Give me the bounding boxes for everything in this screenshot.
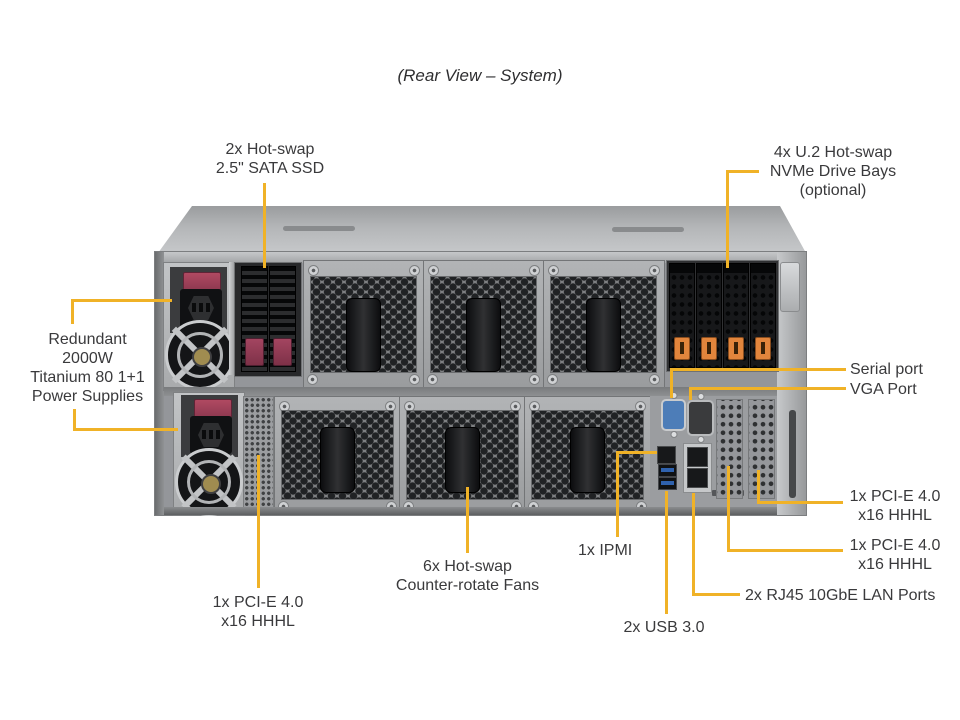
callout-line-pcie-right-2 (727, 549, 843, 552)
nvme-latch (728, 337, 744, 360)
chassis-bottom-edge (164, 507, 777, 515)
callout-line-pcie-right-1 (757, 501, 843, 504)
callout-line-pcie-right-1 (757, 470, 760, 504)
callout-line-lan (692, 593, 740, 596)
callout-line-lan (692, 493, 695, 596)
label-usb: 2x USB 3.0 (623, 619, 705, 636)
ssd-bay-rail (229, 262, 234, 375)
label-line: Titanium 80 1+1 (30, 369, 145, 386)
callout-line-ssd (263, 183, 266, 268)
callout-line-vga (689, 387, 692, 400)
inlet-pin (192, 303, 196, 312)
callout-line-psu-top (71, 299, 172, 302)
vga-port (687, 400, 714, 436)
label-line: 1x PCI-E 4.0 (212, 594, 304, 611)
label-line: 6x Hot-swap (423, 558, 512, 575)
fan-hub (201, 474, 221, 494)
label-pcie-right-2: 1x PCI-E 4.0 x16 HHHL (846, 536, 944, 574)
label-lan: 2x RJ45 10GbE LAN Ports (745, 587, 936, 604)
psu-power-inlet (190, 416, 232, 454)
callout-line-psu-top (71, 299, 74, 324)
pcie-slot-vent (243, 396, 274, 512)
label-pcie-bottom-left: 1x PCI-E 4.0 x16 HHHL (209, 593, 307, 631)
usb-port (658, 477, 677, 490)
callout-line-usb (665, 491, 668, 614)
label-ssd: 2x Hot-swap 2.5" SATA SSD (185, 140, 355, 178)
callout-line-pcie-bottom-left (257, 455, 260, 588)
chassis-top-rail (164, 252, 777, 263)
label-pcie-right-1: 1x PCI-E 4.0 x16 HHHL (846, 487, 944, 525)
inlet-pin (206, 303, 210, 312)
chassis-top-lid (158, 206, 806, 253)
chassis-mid-divider (164, 387, 777, 396)
inlet-pin (216, 430, 220, 439)
label-line: x16 HHHL (221, 613, 295, 630)
fan-handle (466, 298, 501, 372)
label-line: (optional) (799, 182, 867, 199)
fan-handle (346, 298, 381, 372)
callout-line-nvme (726, 170, 729, 268)
label-line: 4x U.2 Hot-swap (773, 144, 893, 161)
label-vga: VGA Port (850, 381, 917, 398)
nvme-latch (755, 337, 771, 360)
usb-port (658, 464, 677, 477)
label-ipmi: 1x IPMI (578, 542, 633, 559)
label-line: 1x PCI-E 4.0 (849, 537, 941, 554)
pcie-bracket (748, 399, 775, 499)
lid-handle-slot (612, 227, 684, 232)
fan-hub (192, 347, 212, 367)
label-serial: Serial port (850, 361, 923, 378)
label-line: NVMe Drive Bays (769, 163, 897, 180)
callout-line-vga (689, 387, 846, 390)
callout-line-serial (670, 368, 673, 398)
psu-fan-grille (175, 448, 243, 516)
label-line: Redundant (48, 331, 127, 348)
fan-grille-ring (187, 460, 231, 504)
ipmi-port (657, 446, 676, 464)
psu-fan-grille (165, 320, 235, 390)
label-line: Counter-rotate Fans (395, 577, 540, 594)
label-line: 1x PCI-E 4.0 (849, 488, 941, 505)
callout-line-fans (466, 487, 469, 553)
psu-inlet-face (188, 296, 214, 320)
fan-handle (445, 427, 480, 493)
label-line: 2.5" SATA SSD (215, 160, 325, 177)
psu-inlet-face (198, 423, 224, 447)
chassis-left-edge (155, 252, 164, 515)
label-fans: 6x Hot-swap Counter-rotate Fans (380, 557, 555, 595)
inlet-pin (202, 430, 206, 439)
inlet-pin (199, 303, 203, 312)
callout-line-pcie-right-2 (727, 466, 730, 552)
lan-port (687, 447, 708, 467)
label-nvme: 4x U.2 Hot-swap NVMe Drive Bays (optiona… (747, 143, 919, 200)
callout-line-psu-bottom (73, 409, 76, 431)
nvme-latch (701, 337, 717, 360)
fan-handle (570, 427, 605, 493)
chassis-right-latch (780, 262, 800, 312)
nvme-latch (674, 337, 690, 360)
inlet-pin (209, 430, 213, 439)
callout-line-nvme (726, 170, 759, 173)
callout-line-serial (670, 368, 846, 371)
lan-port (687, 468, 708, 488)
label-psu: Redundant 2000W Titanium 80 1+1 Power Su… (10, 330, 165, 406)
serial-port (661, 399, 686, 431)
callout-line-ipmi (616, 451, 619, 537)
label-line: x16 HHHL (858, 507, 932, 524)
fan-handle (320, 427, 355, 493)
lid-handle-slot (283, 226, 355, 231)
callout-line-psu-bottom (73, 428, 178, 431)
fan-grille-ring (177, 332, 223, 378)
chassis-right-handle-slot (789, 410, 796, 498)
fan-handle (586, 298, 621, 372)
label-line: Power Supplies (31, 388, 144, 405)
label-line: 2000W (62, 350, 113, 367)
label-line: x16 HHHL (858, 556, 932, 573)
ssd-latch (273, 338, 292, 366)
ssd-latch (245, 338, 264, 366)
diagram-title: (Rear View – System) (397, 66, 563, 85)
label-line: 2x Hot-swap (225, 141, 315, 158)
callout-line-ipmi (616, 451, 657, 454)
vent-slot (712, 490, 719, 496)
